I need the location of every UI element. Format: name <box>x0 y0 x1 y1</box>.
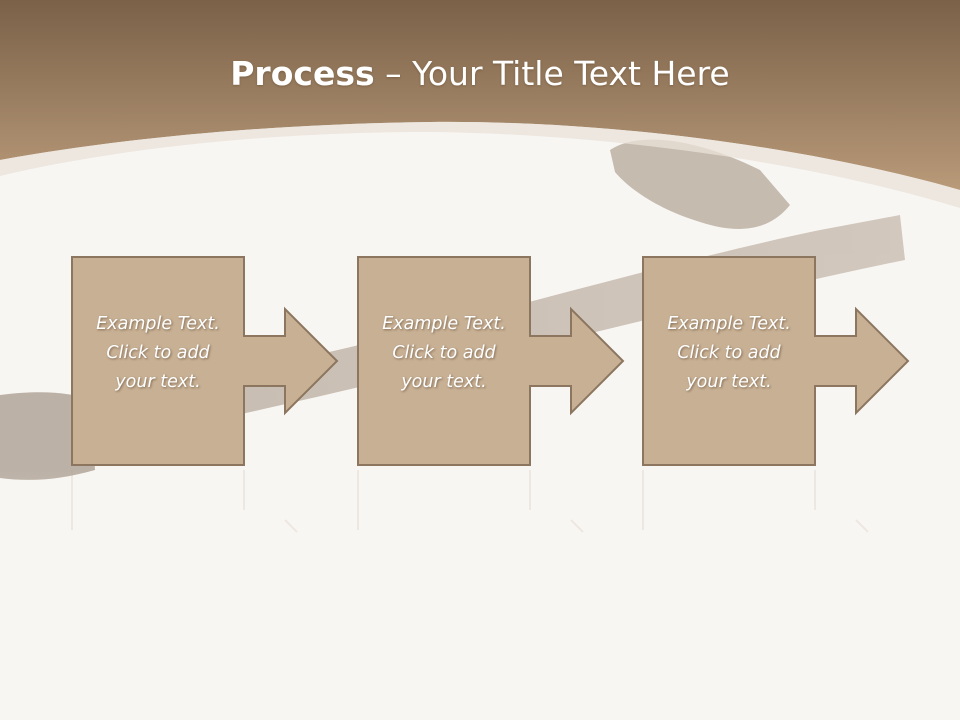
step-reflection-2 <box>357 470 695 550</box>
step-arrow-box-1 <box>71 256 339 466</box>
title-bold-part: Process <box>230 54 375 93</box>
slide-title: Process – Your Title Text Here <box>0 52 960 96</box>
step-arrow-box-3 <box>642 256 910 466</box>
process-step-3[interactable]: Example Text. Click to add your text. <box>642 256 960 466</box>
step-reflection-3 <box>642 470 960 550</box>
step-arrow-box-2 <box>357 256 625 466</box>
step-text-1[interactable]: Example Text. Click to add your text. <box>96 314 220 392</box>
process-step-2[interactable]: Example Text. Click to add your text. <box>357 256 695 466</box>
step-text-3[interactable]: Example Text. Click to add your text. <box>667 314 791 392</box>
title-rest-part: – Your Title Text Here <box>374 54 730 93</box>
step-reflection-1 <box>71 470 409 550</box>
process-step-1[interactable]: Example Text. Click to add your text. <box>71 256 409 466</box>
step-text-2[interactable]: Example Text. Click to add your text. <box>382 314 506 392</box>
